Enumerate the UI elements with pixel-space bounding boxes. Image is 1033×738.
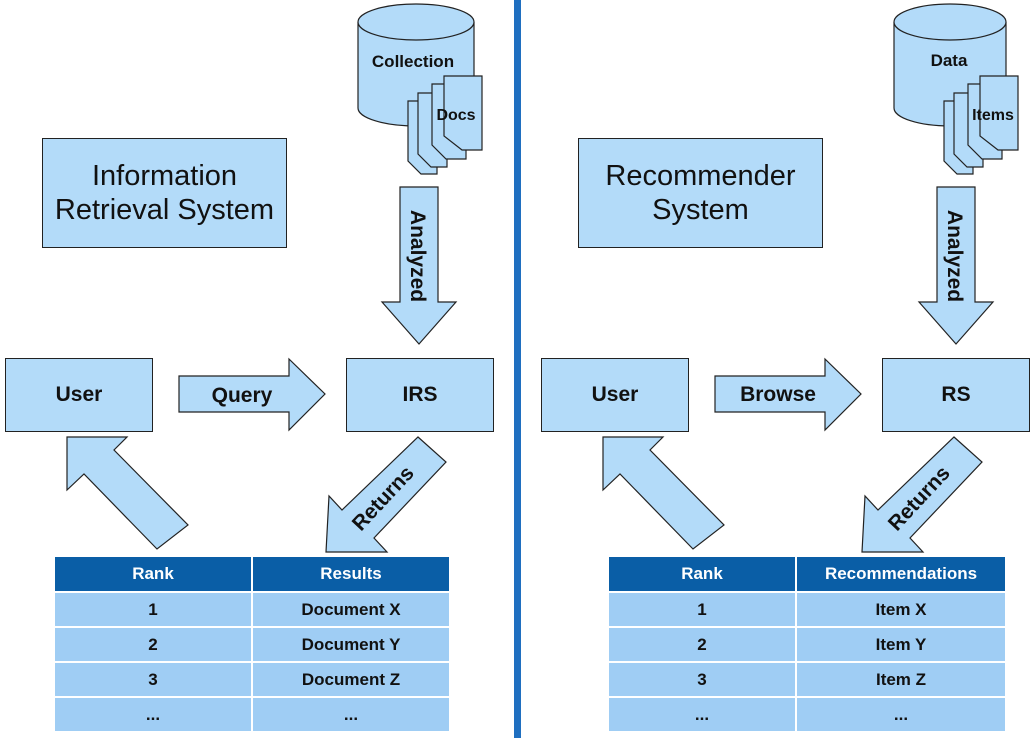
- recommendation-cell: Item Y: [796, 627, 1005, 663]
- column-header: Rank: [55, 557, 253, 593]
- docs-label: Docs: [436, 107, 475, 124]
- feedback-arrow: [66, 436, 189, 550]
- browse-arrow: Browse: [714, 357, 862, 432]
- collection-database-icon: Collection: [357, 3, 475, 127]
- rank-cell: 2: [609, 627, 797, 663]
- irs-label: IRS: [402, 383, 438, 406]
- rank-cell: 3: [609, 662, 797, 698]
- rank-cell: ...: [55, 697, 253, 733]
- result-cell: ...: [252, 697, 449, 733]
- collection-label: Collection: [372, 52, 454, 71]
- rank-cell: 2: [55, 627, 253, 663]
- result-cell: Document Y: [252, 627, 449, 663]
- analyzed-arrow-right: Analyzed: [917, 186, 995, 345]
- rank-cell: 3: [55, 662, 253, 698]
- recommendation-cell: Item X: [796, 592, 1005, 628]
- analyzed-label: Analyzed: [406, 210, 429, 302]
- rs-title-line1: Recommender: [605, 160, 796, 192]
- rs-title-box: Recommender System: [578, 138, 823, 248]
- divider-line: [514, 0, 521, 738]
- items-label: Items: [972, 107, 1014, 124]
- irs-box: IRS: [346, 358, 494, 432]
- irs-title-line1: Information: [91, 160, 238, 192]
- browse-label: Browse: [740, 383, 816, 406]
- items-stack-icon: Items: [943, 75, 1019, 175]
- user-box-right: User: [541, 358, 689, 432]
- rs-label: RS: [941, 383, 971, 406]
- table-header-row: Rank Results: [55, 557, 449, 593]
- returns-arrow: Returns: [325, 436, 447, 553]
- rank-cell: ...: [609, 697, 797, 733]
- irs-title-line2: Retrieval System: [54, 194, 275, 226]
- recommendation-cell: Item Z: [796, 662, 1005, 698]
- analyzed-arrow: Analyzed: [380, 186, 458, 345]
- column-header: Rank: [609, 557, 797, 593]
- docs-stack-icon: Docs: [407, 75, 483, 175]
- user-label: User: [55, 383, 103, 406]
- returns-arrow-right: Returns: [861, 436, 983, 553]
- feedback-arrow-right: [602, 436, 725, 550]
- irs-title-box: Information Retrieval System: [42, 138, 287, 248]
- rs-title-line2: System: [652, 194, 749, 226]
- user-box: User: [5, 358, 153, 432]
- result-cell: Document X: [252, 592, 449, 628]
- query-label: Query: [212, 384, 273, 407]
- table-row: ......: [609, 697, 1005, 733]
- rank-cell: 1: [609, 592, 797, 628]
- data-label: Data: [931, 51, 968, 70]
- result-cell: Document Z: [252, 662, 449, 698]
- table-row: ......: [55, 697, 449, 733]
- user-label-right: User: [591, 383, 639, 406]
- rank-cell: 1: [55, 592, 253, 628]
- rs-box: RS: [882, 358, 1030, 432]
- analyzed-label-right: Analyzed: [943, 210, 966, 302]
- table-header-row: Rank Recommendations: [609, 557, 1005, 593]
- column-header: Recommendations: [796, 557, 1005, 593]
- recommendation-cell: ...: [796, 697, 1005, 733]
- column-header: Results: [252, 557, 449, 593]
- query-arrow: Query: [178, 357, 326, 432]
